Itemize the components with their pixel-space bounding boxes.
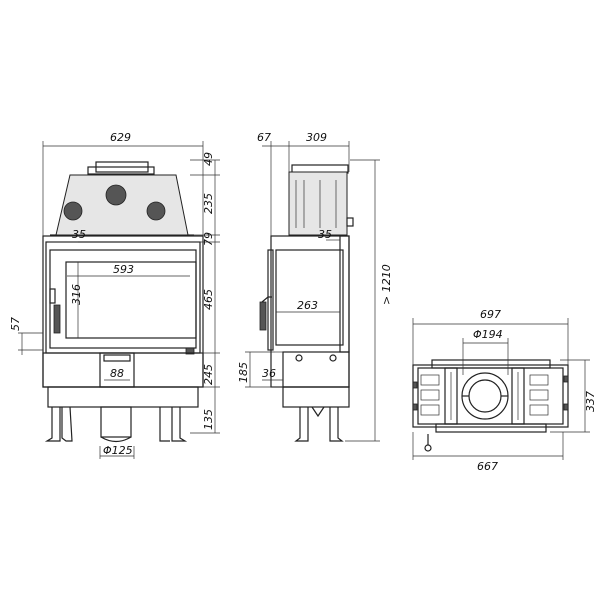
- front-leg-left: [44, 407, 61, 442]
- front-band-label: 79: [202, 232, 215, 246]
- front-vent-left: [63, 201, 83, 221]
- front-vent-top: [105, 184, 127, 206]
- front-view: 629 593 316 35 49 235 79 465 245 135 57 …: [9, 131, 220, 459]
- side-leg-left: [294, 407, 309, 442]
- front-air-inlet-label: 88: [110, 367, 124, 380]
- side-door-edge: [267, 249, 274, 351]
- front-vent-right: [146, 201, 166, 221]
- front-door-height-label: 465: [202, 289, 215, 310]
- front-left-height-label: 57: [9, 317, 22, 331]
- front-glass-width-label: 593: [113, 263, 134, 276]
- front-width-label: 629: [110, 131, 131, 144]
- top-rail-left: [444, 367, 458, 425]
- side-base: [282, 351, 350, 388]
- side-air-width-label: 36: [262, 367, 276, 380]
- front-air-diameter-label: Φ125: [103, 444, 133, 457]
- front-side-offset-label: 35: [72, 228, 86, 241]
- side-rear-panel: [339, 235, 350, 353]
- top-rear-lip: [435, 423, 547, 433]
- top-body: [412, 364, 569, 428]
- front-hinge: [53, 304, 61, 334]
- front-legs-label: 135: [202, 409, 215, 430]
- top-flue-inner: [468, 379, 502, 413]
- side-depth-label: 309: [306, 131, 327, 144]
- top-depth-label: 337: [584, 391, 597, 412]
- top-view: 697 Φ194 337 667: [412, 308, 597, 473]
- side-lower-frame: [282, 386, 350, 408]
- side-total-height-label: > 1210: [380, 264, 393, 305]
- top-front-lip: [431, 359, 551, 369]
- front-base-label: 245: [202, 364, 215, 385]
- side-leg-right: [329, 407, 344, 442]
- top-rail-right: [511, 367, 525, 425]
- front-handle: [49, 288, 56, 304]
- top-width-label: 697: [480, 308, 501, 321]
- front-flue-top-label: 49: [202, 152, 215, 166]
- side-hinge: [259, 301, 267, 331]
- top-control-knob: [424, 444, 432, 452]
- front-upper-label: 235: [202, 193, 215, 214]
- front-leg-right: [171, 407, 188, 442]
- side-chamber: [275, 249, 344, 346]
- front-body: [42, 235, 204, 388]
- side-hood: [288, 171, 348, 236]
- top-base-width-label: 667: [477, 460, 498, 473]
- side-air-height-label: 185: [237, 362, 250, 383]
- front-air-pipe: [100, 406, 132, 438]
- side-offset-label: 67: [257, 131, 271, 144]
- side-inner-offset-label: 35: [318, 228, 332, 241]
- top-flue-diameter-label: Φ194: [473, 328, 503, 341]
- front-glass: [65, 261, 197, 339]
- front-glass-height-label: 316: [70, 284, 83, 305]
- front-flue-flange: [87, 166, 155, 175]
- front-lower-frame: [47, 386, 199, 408]
- side-chamber-depth-label: 263: [297, 299, 318, 312]
- side-view: 67 309 35 263 185 36 > 1210: [237, 131, 393, 442]
